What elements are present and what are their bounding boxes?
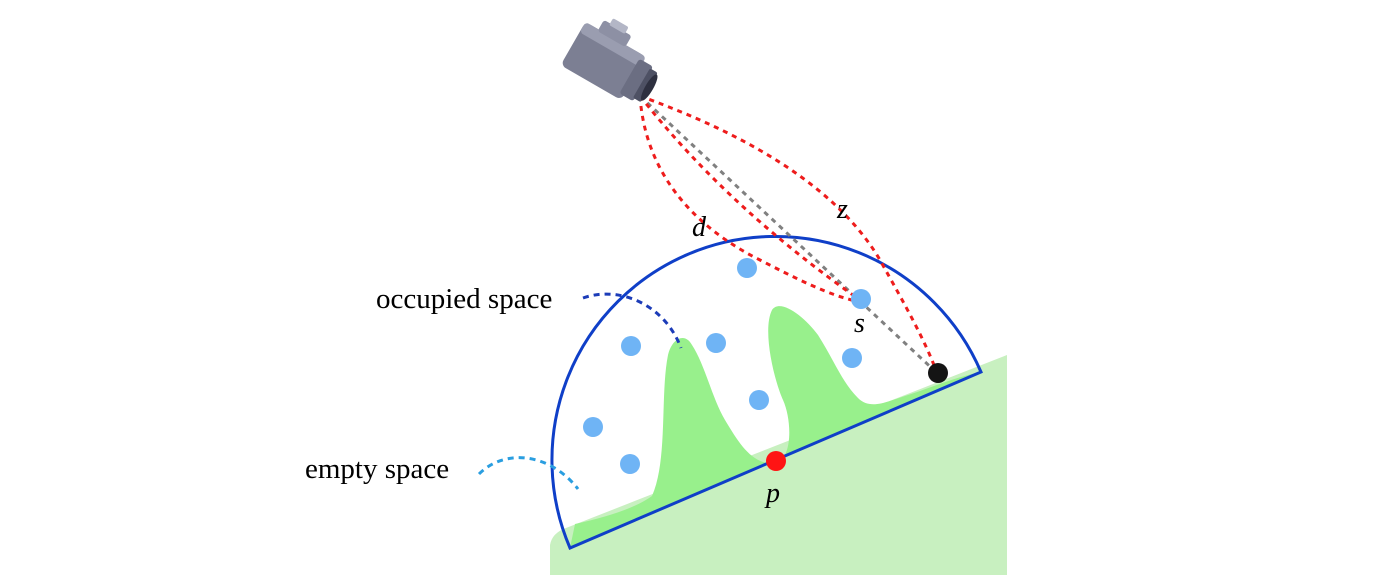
hemisphere-boundary (550, 234, 983, 550)
occupied-space-region (570, 306, 981, 548)
label-z: z (836, 194, 848, 225)
sample-point (842, 348, 862, 368)
sample-point (749, 390, 769, 410)
occupied-space-label: occupied space (376, 283, 552, 315)
sample-point (583, 417, 603, 437)
sample-point (621, 336, 641, 356)
red-ray-z (639, 94, 939, 374)
ray-endpoint (928, 363, 948, 383)
sample-point (737, 258, 757, 278)
sample-point (620, 454, 640, 474)
camera-icon (562, 18, 658, 102)
red-ray-s (638, 95, 861, 302)
empty-space-label: empty space (305, 453, 449, 485)
label-p: p (764, 478, 780, 509)
sample-points (583, 258, 871, 474)
label-s: s (854, 308, 865, 339)
empty-space-pointer (477, 456, 580, 490)
sample-point (706, 333, 726, 353)
surface-point-p (766, 451, 786, 471)
occupied-space-pointer (582, 292, 683, 349)
camera-ray (638, 94, 939, 375)
sample-point-s (851, 289, 871, 309)
label-d: d (692, 212, 707, 243)
